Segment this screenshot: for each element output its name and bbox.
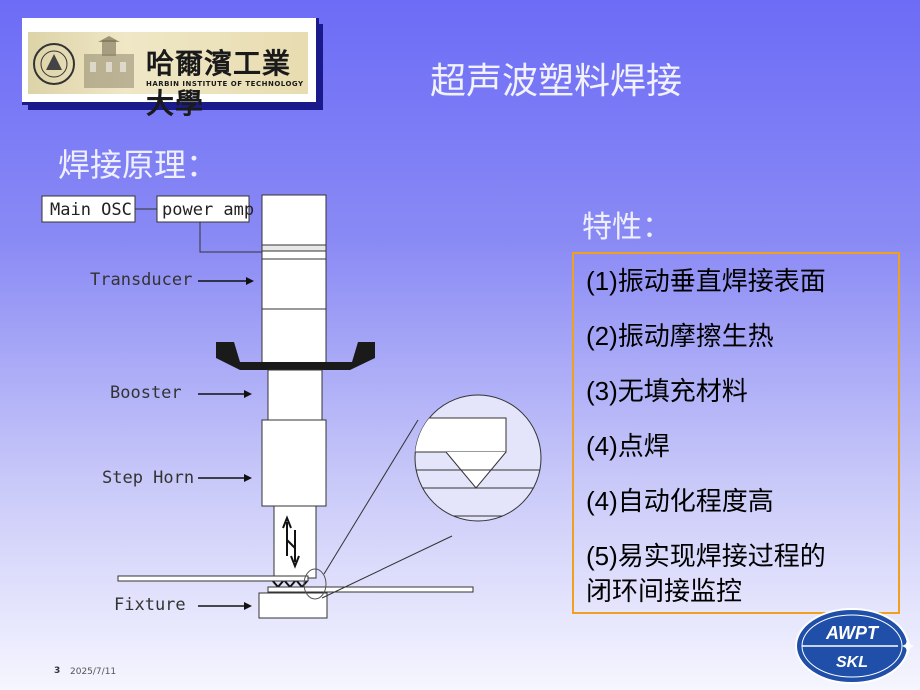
logo-english-name: HARBIN INSTITUTE OF TECHNOLOGY: [146, 80, 304, 88]
badge-top-text: AWPT: [825, 623, 880, 643]
magnified-weld-detail: [414, 394, 542, 522]
feature-item-2: (2)振动摩擦生热: [586, 321, 774, 351]
transducer-arrow-head: [246, 277, 254, 285]
upper-workpiece: [117, 575, 309, 582]
detail-leader-line-1: [323, 419, 419, 575]
awpt-skl-badge: AWPT SKL: [795, 608, 914, 684]
section-heading: 焊接原理：: [58, 146, 219, 184]
feature-item-6-continued: 闭环间接监控: [586, 576, 743, 606]
power-amp-box: [156, 195, 250, 223]
transducer-label: Transducer: [90, 270, 192, 290]
detail-marker-circle: [303, 568, 327, 600]
step-horn-label: Step Horn: [102, 468, 194, 488]
welding-principle-diagram: Main OSC power amp Transducer Booster St…: [41, 194, 542, 619]
university-logo: 哈爾濱工業大學 HARBIN INSTITUTE OF TECHNOLOGY: [22, 18, 319, 120]
main-osc-label: Main OSC: [50, 200, 132, 220]
lower-workpiece: [267, 586, 474, 593]
transducer-disc-2: [261, 250, 327, 260]
slide-title: 超声波塑料焊接: [430, 61, 683, 102]
transducer-mid-block: [261, 258, 327, 310]
logo-chinese-name: 哈爾濱工業大學: [146, 47, 292, 120]
step-horn-block: [261, 419, 327, 507]
fixture-arrow-head: [244, 602, 252, 610]
transducer-disc-1: [261, 244, 327, 252]
transducer-bottom-block: [261, 308, 327, 365]
vibration-arrows-icon: [282, 515, 300, 569]
features-heading: 特性：: [582, 210, 672, 245]
booster-arrow-head: [244, 390, 252, 398]
logo-banner: 哈爾濱工業大學 HARBIN INSTITUTE OF TECHNOLOGY: [28, 32, 308, 120]
mounting-clamp: [216, 342, 375, 370]
power-amp-label: power amp: [162, 200, 254, 220]
detail-leader-line-2: [321, 535, 453, 599]
step-horn-arrow-head: [244, 474, 252, 482]
feature-item-6: (5)易实现焊接过程的: [586, 541, 826, 571]
fixture-label: Fixture: [114, 595, 186, 615]
star-icon: [902, 638, 914, 654]
amp-to-transducer-line: [199, 222, 262, 253]
feature-item-5: (4)自动化程度高: [586, 486, 774, 516]
campus-building-emblem-icon: [33, 36, 134, 88]
booster-block: [267, 369, 323, 421]
booster-label: Booster: [110, 383, 182, 403]
badge-bottom-text: SKL: [836, 654, 868, 671]
slide-date: 2025/7/11: [70, 667, 117, 677]
feature-item-1: (1)振动垂直焊接表面: [586, 266, 826, 296]
main-osc-box: [41, 195, 136, 223]
transducer-top-block: [261, 194, 327, 246]
feature-item-4: (4)点焊: [586, 431, 670, 461]
features-box: (1)振动垂直焊接表面 (2)振动摩擦生热 (3)无填充材料 (4)点焊 (4)…: [572, 252, 900, 614]
fixture-block: [258, 592, 328, 619]
feature-item-3: (3)无填充材料: [586, 376, 748, 406]
page-number: 3: [54, 666, 61, 676]
